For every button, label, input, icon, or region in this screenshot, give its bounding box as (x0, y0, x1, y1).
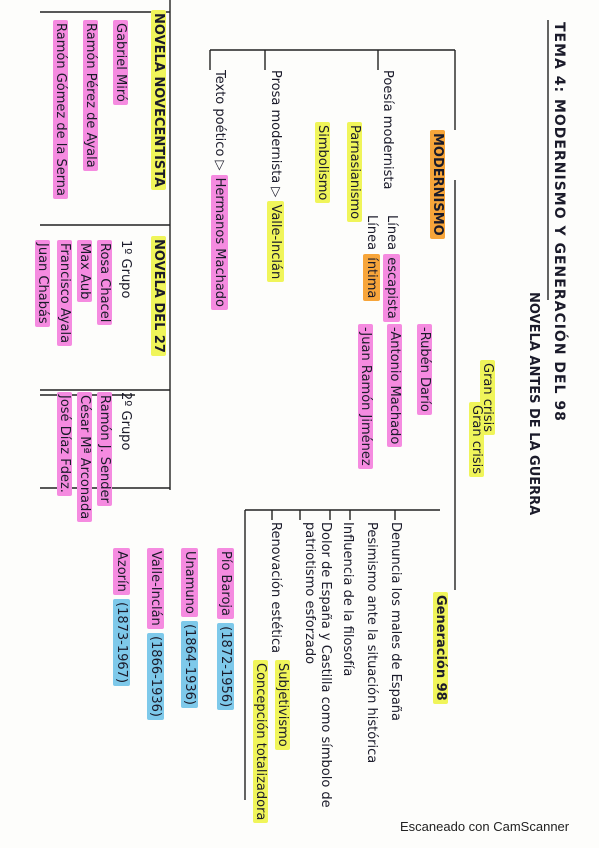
simbolismo-label: Simbolismo (315, 122, 330, 204)
grupo2-author-diaz-fdez: José Díaz Fdez. (57, 392, 72, 496)
generacion-98-label: Generación 98 (433, 592, 448, 704)
linea-escapista: Línea escapista (383, 215, 400, 322)
linea-escapista-highlight: escapista (383, 254, 400, 322)
grupo-2-label: 2º Grupo (118, 392, 133, 451)
novela-27-label: NOVELA DEL 27 (151, 236, 166, 356)
feature-denuncia: Denuncia los males de España (388, 522, 403, 721)
g98-author-dates: (1866-1936) (147, 632, 164, 720)
grupo1-author-chabas: Juan Chabás (35, 240, 50, 327)
linea-escapista-prefix: Línea (384, 215, 399, 255)
g98-author-dates: (1873-1967) (113, 599, 130, 687)
g98-author-name: Valle-Inclán (147, 548, 164, 629)
linea-intima-prefix: Línea (364, 215, 379, 255)
grupo1-author-aub: Max Aub (77, 240, 92, 303)
author-juan-ramon-jimenez: -Juan Ramón Jiménez (358, 324, 373, 469)
texto-author: Hermanos Machado (211, 174, 228, 311)
feature-filosofia: Influencia de la filosofía (340, 522, 355, 677)
texto-poetico: Texto poético ▷ Hermanos Machado (211, 70, 228, 311)
g98-author-baroja: Pío Baroja (1872-1956) (217, 548, 234, 711)
novecentista-author-gomez-serna: Ramón Gómez de la Serna (53, 20, 68, 200)
g98-author-unamuno: Unamuno (1864-1936) (181, 548, 198, 708)
g98-author-dates: (1872-1956) (217, 623, 234, 711)
g98-author-name: Pío Baroja (217, 548, 234, 620)
g98-author-azorin: Azorín (1873-1967) (113, 548, 130, 687)
gran-crisis-label-2: Gran crisis (469, 402, 484, 478)
g98-author-name: Unamuno (181, 548, 198, 617)
g98-author-dates: (1864-1936) (181, 620, 198, 708)
novela-antes-guerra-heading: NOVELA ANTES DE LA GUERRA (526, 292, 541, 516)
grupo-1-label: 1º Grupo (118, 240, 133, 299)
grupo2-author-sender: Ramón J. Sender (97, 392, 112, 506)
prosa-author: Valle-Inclán (267, 201, 284, 283)
feature-pesimismo: Pesimismo ante la situación histórica (364, 522, 379, 764)
modernismo-label: MODERNISMO (430, 130, 445, 239)
poesia-modernista: Poesía modernista (380, 70, 395, 190)
g98-author-name: Azorín (113, 548, 130, 595)
camscanner-footer: Escaneado con CamScanner (400, 819, 570, 834)
prosa-modernista: Prosa modernista ▷ Valle-Inclán (267, 70, 284, 283)
subjetivismo-label: Subjetivismo (275, 660, 290, 750)
prosa-prefix: Prosa modernista ▷ (268, 70, 283, 202)
texto-prefix: Texto poético ▷ (212, 70, 227, 175)
g98-author-valle-inclan: Valle-Inclán (1866-1936) (147, 548, 164, 720)
author-antonio-machado: -Antonio Machado (387, 324, 402, 448)
page-title: TEMA 4: MODERNISMO Y GENERACIÓN DEL 98 (551, 22, 567, 422)
author-ruben-dario: -Rubén Darío (417, 324, 432, 415)
feature-patriotismo: patriotismo esforzado (302, 522, 317, 665)
grupo1-author-ayala: Francisco Ayala (57, 240, 72, 347)
parnasianismo-label: Parnasianismo (347, 122, 362, 223)
grupo2-author-arconada: César Mª Arconada (77, 392, 92, 523)
novecentista-author-miro: Gabriel Miró (113, 20, 128, 105)
linea-intima: Línea íntima (363, 215, 380, 302)
concepcion-totalizadora-label: Concepción totalizadora (253, 660, 268, 824)
novecentista-author-perez-ayala: Ramón Pérez de Ayala (83, 20, 98, 171)
feature-renovacion-estetica: Renovación estética (268, 522, 283, 654)
grupo1-author-chacel: Rosa Chacel (97, 240, 112, 326)
novela-novecentista-label: NOVELA NOVECENTISTA (151, 10, 166, 191)
feature-dolor-espana: Dolor de España y Castilla como símbolo … (318, 522, 333, 808)
linea-intima-highlight: íntima (363, 254, 380, 302)
